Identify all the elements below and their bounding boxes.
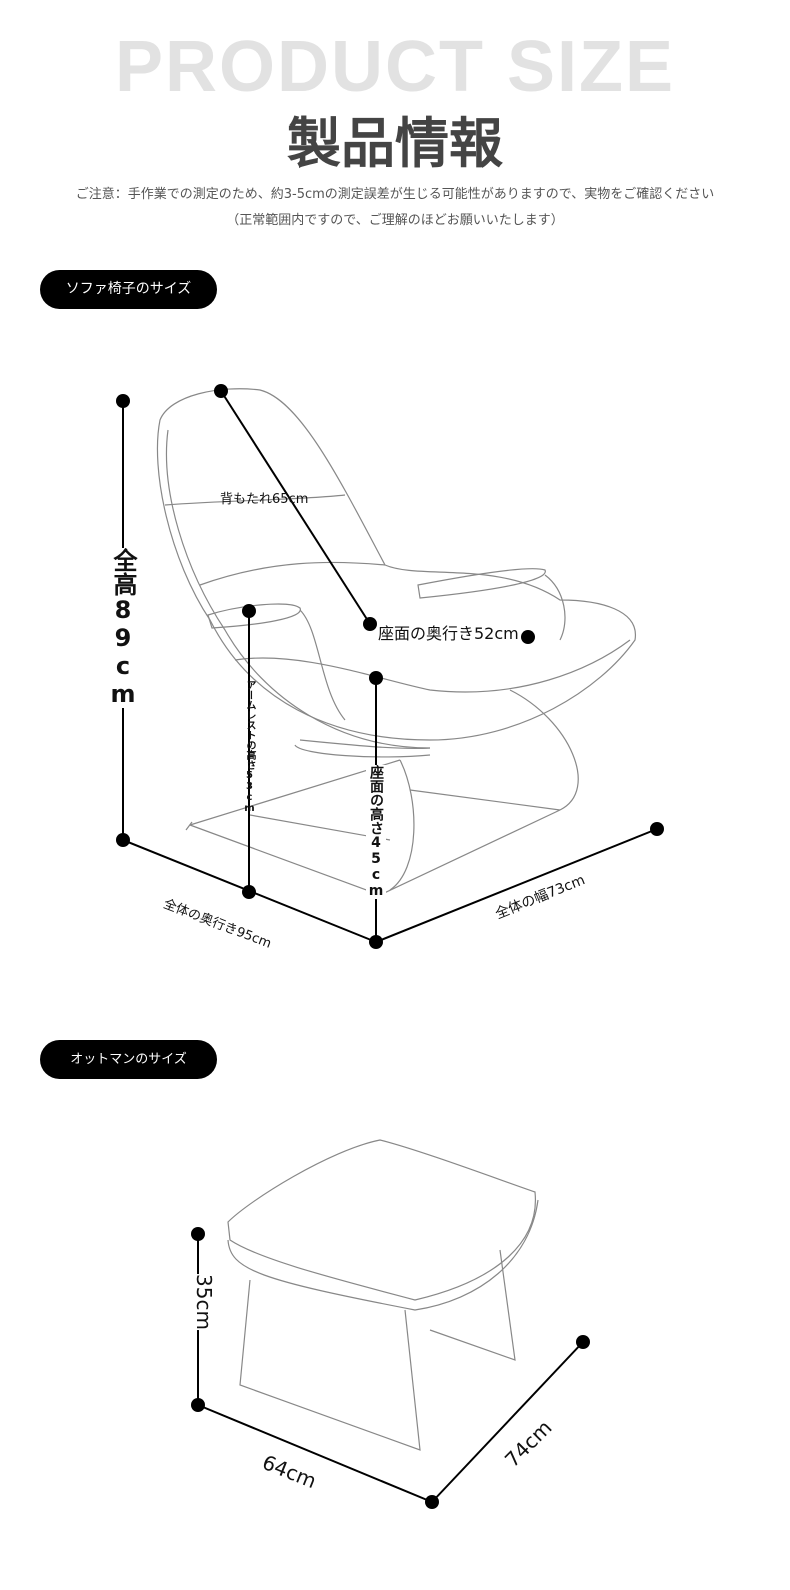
total-height-label: 全高89cm	[108, 548, 138, 708]
dimension-dots	[116, 384, 664, 1509]
ottoman-outline	[227, 1139, 539, 1451]
seat-height-label: 座面の高さ45cm	[366, 765, 386, 899]
seat-depth-label: 座面の奥行き52cm	[378, 620, 519, 644]
page-title: 製品情報	[287, 112, 503, 175]
chair-outline	[156, 388, 636, 896]
backrest-label: 背もたれ65cm	[220, 492, 309, 507]
sofa-section-label: ソファ椅子のサイズ	[40, 270, 217, 309]
watermark-product-size: PRODUCT SIZE	[114, 27, 676, 107]
ottoman-section-label: オットマンのサイズ	[40, 1040, 217, 1079]
measurement-note: ご注意：手作業での測定のため、約3-5cmの測定誤差が生じる可能性がありますので…	[75, 187, 715, 202]
dimension-lines	[122, 390, 658, 1503]
armrest-height-label: アームレストの高さ53cm	[244, 680, 255, 814]
ottoman-height-label: 35cm	[191, 1274, 216, 1330]
measurement-note-sub: （正常範囲内ですので、ご理解のほどお願いいたします）	[226, 213, 564, 228]
